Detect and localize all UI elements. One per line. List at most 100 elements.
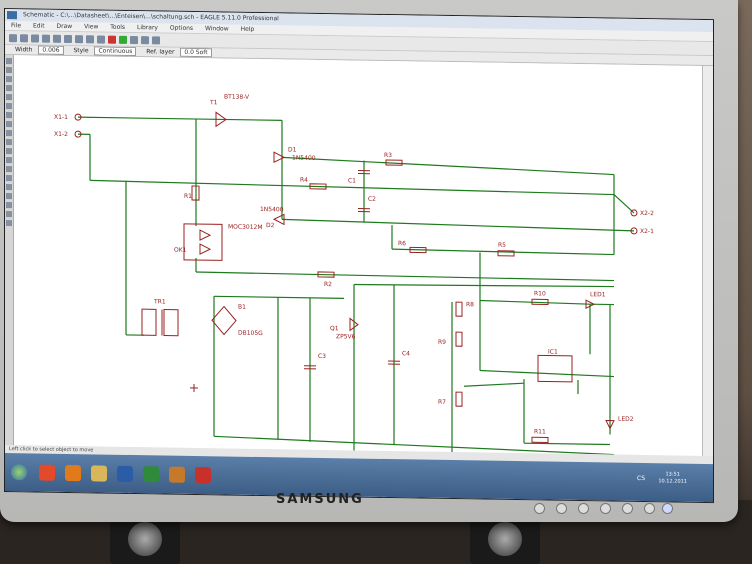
optocoupler-ok1-symbol[interactable]: [183, 223, 223, 261]
firefox-icon[interactable]: [65, 464, 81, 482]
schematic-canvas[interactable]: X1-1 X1-2 X2-2 X2-1 T1 BT138-V D1 1N5400…: [14, 55, 702, 456]
width-label: Width: [15, 46, 33, 54]
zener-q1-symbol[interactable]: [349, 317, 359, 332]
excel-icon[interactable]: [143, 466, 159, 483]
zoom-in-icon[interactable]: [75, 34, 83, 43]
copy-icon[interactable]: [6, 103, 12, 110]
speaker-cone: [488, 522, 522, 556]
junction-icon[interactable]: [6, 193, 12, 200]
save-icon[interactable]: [20, 33, 28, 42]
zoom-out-icon[interactable]: [86, 34, 94, 43]
erc-icon[interactable]: [6, 220, 12, 227]
bus-icon[interactable]: [6, 184, 12, 191]
open-icon[interactable]: [9, 33, 17, 42]
resistor-r6-symbol[interactable]: [409, 246, 427, 254]
label-r7: R7: [438, 399, 446, 406]
connector-x2-2-symbol[interactable]: [630, 209, 638, 217]
label-r6: R6: [398, 240, 406, 247]
monitor-button[interactable]: [534, 503, 545, 514]
ic1-symbol[interactable]: [537, 354, 573, 383]
menu-edit[interactable]: Edit: [32, 22, 45, 30]
label-icon[interactable]: [6, 202, 12, 209]
print-icon[interactable]: [31, 33, 39, 43]
menu-draw[interactable]: Draw: [56, 22, 73, 31]
ref-layer-select[interactable]: 0.0 Soft: [180, 47, 212, 58]
monitor-button[interactable]: [622, 503, 633, 514]
label-ok1-value: MOC3012M: [228, 224, 263, 232]
resistor-r2-symbol[interactable]: [317, 271, 335, 278]
tray-language[interactable]: CS: [637, 474, 645, 483]
menu-library[interactable]: Library: [136, 24, 158, 32]
transformer-tr1-symbol[interactable]: [141, 308, 157, 336]
menu-file[interactable]: File: [11, 22, 22, 30]
bridge-b1-symbol[interactable]: [211, 305, 237, 336]
redo-icon[interactable]: [141, 35, 149, 44]
monitor-button[interactable]: [578, 503, 589, 514]
menu-options[interactable]: Options: [169, 24, 194, 32]
redraw-icon[interactable]: [97, 34, 105, 44]
menu-tools[interactable]: Tools: [110, 23, 126, 31]
clock-date: 10.12.2011: [658, 478, 687, 485]
resistor-r11-symbol[interactable]: [531, 436, 549, 444]
cam-icon[interactable]: [42, 34, 50, 43]
start-button-icon[interactable]: [11, 464, 27, 481]
resistor-r7-symbol[interactable]: [455, 391, 463, 407]
connector-x2-1-symbol[interactable]: [630, 227, 638, 235]
diode-d1-symbol[interactable]: [273, 151, 286, 164]
text-icon[interactable]: [6, 211, 12, 218]
width-select[interactable]: 0.006: [38, 45, 64, 55]
command-icon[interactable]: [152, 35, 160, 44]
media-player-icon[interactable]: [39, 464, 55, 481]
power-button[interactable]: [662, 503, 673, 514]
outlook-icon[interactable]: [169, 466, 185, 483]
led1-symbol[interactable]: [585, 299, 596, 309]
tray-clock[interactable]: 13:51 10.12.2011: [658, 471, 687, 485]
diode-d2-symbol[interactable]: [272, 213, 285, 226]
menu-view[interactable]: View: [84, 23, 99, 31]
explorer-icon[interactable]: [91, 465, 107, 482]
tool-palette: [5, 55, 14, 446]
rotate-icon[interactable]: [6, 121, 12, 128]
style-select[interactable]: Continuous: [94, 46, 137, 57]
zoom-fit-icon[interactable]: [64, 34, 72, 43]
show-icon[interactable]: [6, 67, 12, 74]
resistor-r9-symbol[interactable]: [455, 331, 463, 347]
resistor-r10-symbol[interactable]: [531, 298, 549, 306]
label-t1-value: BT138-V: [224, 93, 250, 100]
label-ok1: OK1: [174, 247, 187, 254]
info-icon[interactable]: [6, 58, 12, 65]
mirror-icon[interactable]: [6, 112, 12, 119]
wire-icon[interactable]: [6, 166, 12, 173]
connector-x1-2-symbol[interactable]: [74, 130, 82, 138]
net-icon[interactable]: [6, 175, 12, 182]
eagle-taskbar-icon[interactable]: [195, 467, 211, 484]
delete-icon[interactable]: [6, 148, 12, 155]
monitor-button[interactable]: [644, 503, 655, 514]
resistor-r8-symbol[interactable]: [455, 301, 463, 317]
add-icon[interactable]: [6, 157, 12, 164]
connector-x1-1-symbol[interactable]: [74, 113, 82, 121]
monitor-button[interactable]: [600, 503, 611, 514]
board-icon[interactable]: [53, 34, 61, 43]
display-icon[interactable]: [6, 76, 12, 83]
mark-icon[interactable]: [6, 85, 12, 92]
change-icon[interactable]: [6, 139, 12, 146]
resistor-r3-symbol[interactable]: [385, 159, 403, 166]
vertical-scrollbar[interactable]: [702, 65, 713, 457]
undo-icon[interactable]: [130, 35, 138, 44]
monitor-button[interactable]: [556, 503, 567, 514]
menu-help[interactable]: Help: [240, 25, 255, 33]
group-icon[interactable]: [6, 130, 12, 137]
menu-window[interactable]: Window: [204, 25, 229, 33]
move-icon[interactable]: [6, 94, 12, 101]
resistor-r4-symbol[interactable]: [309, 183, 327, 190]
stop-icon[interactable]: [108, 35, 116, 44]
triac-t1-symbol[interactable]: [215, 111, 227, 128]
label-x2-1: X2-1: [640, 228, 654, 235]
led2-symbol[interactable]: [605, 419, 615, 430]
resistor-r5-symbol[interactable]: [497, 250, 515, 257]
label-r5: R5: [498, 242, 506, 249]
go-icon[interactable]: [119, 35, 127, 44]
word-icon[interactable]: [117, 465, 133, 483]
resistor-r1-symbol[interactable]: [191, 185, 200, 201]
